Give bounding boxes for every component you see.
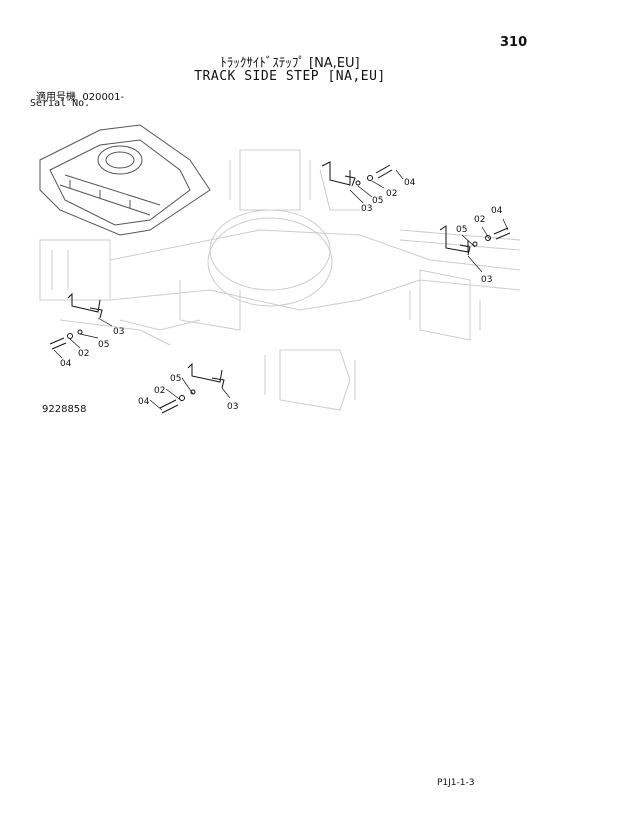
callout-02-left: 02 bbox=[78, 349, 89, 359]
leader-lines bbox=[53, 169, 509, 411]
callout-03-left: 03 bbox=[113, 327, 124, 337]
callout-04-lower: 04 bbox=[138, 397, 150, 407]
track-frame bbox=[39, 124, 211, 236]
step-assembly-right bbox=[439, 225, 511, 256]
serial-label-jp-text: 適用号機 bbox=[36, 92, 76, 103]
title-japanese: ﾄﾗｯｸｻｲﾄﾞｽﾃｯﾌﾟ [NA,EU] bbox=[220, 56, 360, 71]
footer-page-code: P1J1-1-3 bbox=[437, 778, 475, 788]
callout-02-upper: 02 bbox=[386, 189, 397, 199]
step-assembly-left bbox=[49, 292, 103, 350]
callout-05-left: 05 bbox=[98, 340, 109, 350]
callout-02-lower: 02 bbox=[154, 386, 165, 396]
serial-value: 020001- bbox=[82, 92, 125, 103]
callout-04-left: 04 bbox=[60, 359, 72, 369]
callout-05-lower: 05 bbox=[170, 374, 181, 384]
callout-03-lower: 03 bbox=[227, 402, 238, 412]
callout-03-right: 03 bbox=[481, 275, 492, 285]
page-number: 310 bbox=[500, 35, 528, 50]
step-assembly-lower bbox=[159, 362, 225, 414]
callout-05-right: 05 bbox=[456, 225, 467, 235]
serial-label-japanese: 適用号機 020001- bbox=[36, 88, 124, 103]
callout-04-upper: 04 bbox=[404, 178, 416, 188]
serial-label-english: Serial No. bbox=[30, 98, 91, 109]
title-english: TRACK SIDE STEP [NA,EU] bbox=[194, 69, 386, 84]
callout-02-right: 02 bbox=[474, 215, 485, 225]
step-assembly-upper-right bbox=[321, 161, 393, 187]
callout-04-right: 04 bbox=[491, 206, 503, 216]
callout-05-upper: 05 bbox=[372, 196, 383, 206]
ghost-machine-outline bbox=[39, 149, 521, 411]
callout-labels: 04 02 05 03 04 02 05 03 03 05 02 04 05 0… bbox=[60, 178, 503, 412]
callout-03-upper: 03 bbox=[361, 204, 372, 214]
diagram-number: 9228858 bbox=[42, 404, 87, 415]
